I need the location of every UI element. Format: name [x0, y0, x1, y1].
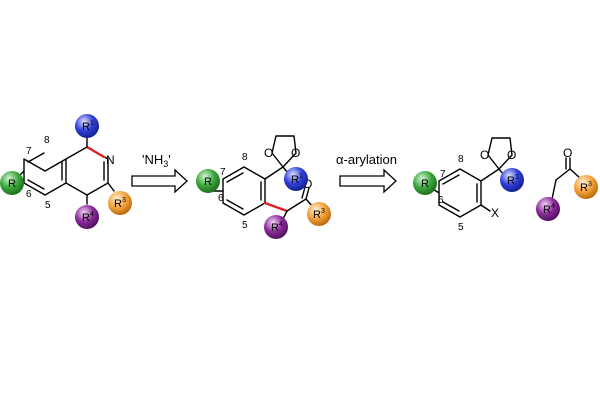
nitrogen-label: N	[106, 153, 115, 167]
r1-group-blue: R 1	[284, 167, 308, 191]
svg-text:R: R	[271, 222, 279, 234]
svg-text:R: R	[8, 178, 16, 190]
halogen-label: X	[491, 206, 499, 220]
reaction-arrow-2	[339, 168, 397, 194]
r1-group-blue: R 1	[500, 168, 524, 192]
svg-text:R: R	[204, 176, 212, 188]
position-6-label: 6	[438, 195, 444, 206]
svg-text:4: 4	[279, 221, 283, 228]
reaction-arrow-1	[131, 168, 188, 194]
position-7-label: 7	[440, 169, 446, 180]
svg-text:3: 3	[588, 181, 592, 188]
svg-text:R: R	[507, 175, 515, 187]
dioxolane-oxygen-left: O	[480, 148, 489, 162]
svg-text:R: R	[114, 198, 122, 210]
r4-group-purple: R 4	[75, 205, 99, 229]
position-8-label: 8	[242, 152, 248, 163]
position-8-label: 8	[44, 135, 50, 146]
position-7-label: 7	[220, 167, 226, 178]
r3-group-orange: R 3	[574, 175, 598, 199]
dioxolane-oxygen-right: O	[291, 146, 300, 160]
r1-group-blue: R 1	[75, 114, 99, 138]
position-5-label: 5	[458, 222, 464, 233]
svg-text:1: 1	[90, 120, 94, 127]
svg-text:R: R	[82, 121, 90, 133]
svg-text:4: 4	[551, 203, 555, 210]
ketone-reagent-structure	[551, 157, 581, 200]
ammonia-label: 'NH3'	[142, 152, 171, 169]
position-5-label: 5	[242, 220, 248, 231]
dioxolane-oxygen-left: O	[264, 146, 273, 160]
position-5-label: 5	[45, 200, 51, 211]
svg-text:R: R	[82, 212, 90, 224]
position-6-label: 6	[26, 189, 32, 200]
svg-text:R: R	[543, 204, 551, 216]
isoquinoline-structure	[13, 137, 115, 205]
r4-group-purple: R 4	[264, 215, 288, 239]
r-group-green: R	[413, 171, 437, 195]
r-group-green: R	[196, 169, 220, 193]
svg-text:1: 1	[299, 173, 303, 180]
position-6-label: 6	[218, 193, 224, 204]
ketone-oxygen: O	[563, 146, 572, 160]
svg-text:1: 1	[515, 174, 519, 181]
ketone-oxygen: O	[303, 177, 312, 191]
svg-text:4: 4	[90, 211, 94, 218]
r3-group-orange: R 3	[108, 191, 132, 215]
aryl-halide-structure	[429, 137, 513, 218]
dioxolane-oxygen-right: O	[507, 148, 516, 162]
r4-group-purple: R 4	[536, 197, 560, 221]
svg-text:R: R	[580, 182, 588, 194]
svg-text:R: R	[421, 178, 429, 190]
svg-text:3: 3	[122, 197, 126, 204]
r3-group-orange: R 3	[307, 202, 331, 226]
position-8-label: 8	[458, 154, 464, 165]
svg-text:R: R	[291, 174, 299, 186]
alpha-arylation-label: α-arylation	[336, 152, 397, 167]
svg-text:3: 3	[321, 208, 325, 215]
position-7-label: 7	[26, 146, 32, 157]
r-group-green: R	[0, 171, 24, 195]
svg-text:R: R	[313, 209, 321, 221]
